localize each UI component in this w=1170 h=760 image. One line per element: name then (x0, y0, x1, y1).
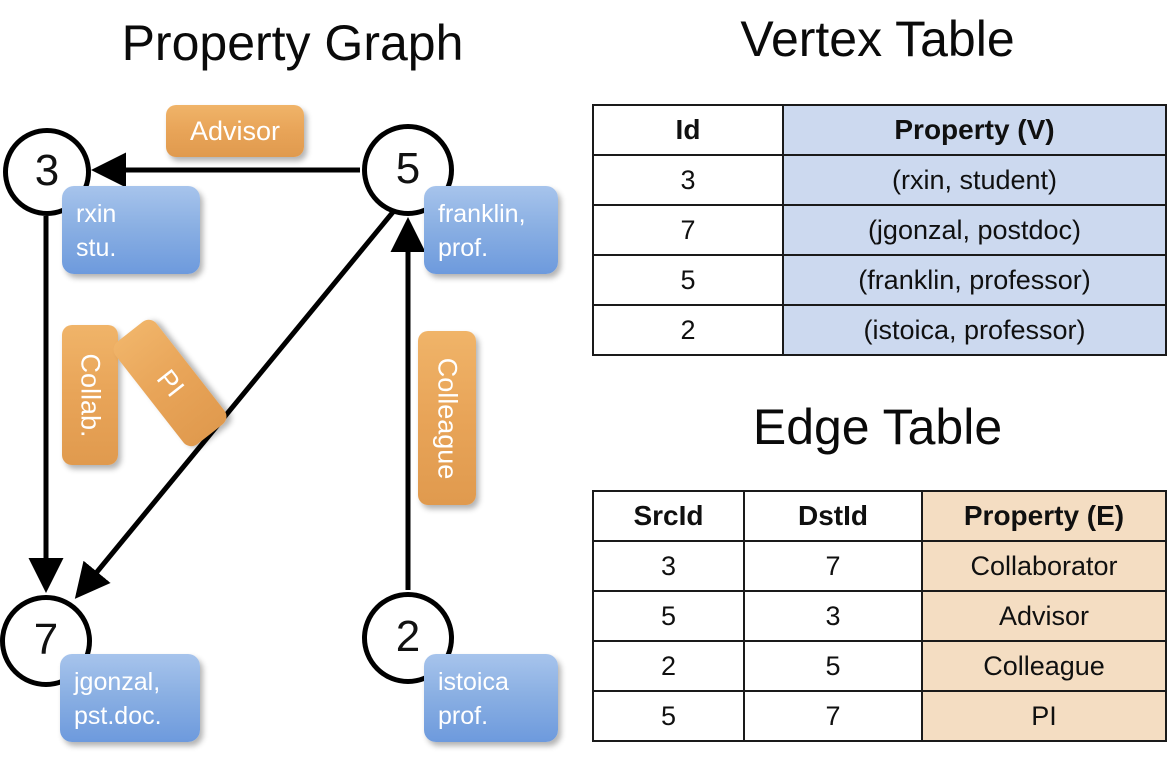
graph-node-3-property-line-1: rxin (76, 200, 117, 228)
graph-node-7-id: 7 (33, 615, 59, 664)
edge-label-pi-text: PI (150, 363, 191, 402)
edge-table-header-dstid: DstId (743, 490, 923, 542)
edge-label-colleague: Colleague (418, 331, 476, 505)
edge-table-cell-property: Collaborator (921, 540, 1167, 592)
edge-table: SrcId DstId Property (E) 3 7 Collaborato… (592, 490, 1167, 742)
graph-node-3-property-box: rxin stu. (62, 186, 200, 274)
edge-label-collab-text: Collab. (75, 352, 106, 438)
edge-table-header-property: Property (E) (921, 490, 1167, 542)
edge-table-cell-srcid: 5 (592, 690, 745, 742)
edge-label-collab: Collab. (62, 325, 118, 465)
edge-table-cell-srcid: 5 (592, 590, 745, 642)
graph-node-2: 2 (362, 592, 454, 684)
vertex-table-cell-id: 2 (592, 304, 784, 356)
edge-table-cell-dstid: 7 (743, 690, 923, 742)
graph-node-2-property-line-1: istoica (438, 668, 509, 696)
graph-edges-svg (28, 152, 426, 599)
table-row: 3 7 Collaborator (592, 540, 1167, 592)
graph-node-5-property-box: franklin, prof. (424, 186, 558, 274)
page-title-vertex-table: Vertex Table (740, 11, 1015, 67)
page-title-property-graph: Property Graph (121, 15, 464, 71)
table-row: 2 5 Colleague (592, 640, 1167, 692)
vertex-table-cell-property: (jgonzal, postdoc) (782, 204, 1167, 256)
edge-table-cell-property: PI (921, 690, 1167, 742)
graph-node-7-property-line-2: pst.doc. (74, 701, 162, 730)
edge-label-advisor-text: Advisor (189, 115, 281, 146)
graph-node-5: 5 (362, 124, 454, 216)
graph-node-2-id: 2 (395, 612, 421, 661)
table-row: 3 (rxin, student) (592, 154, 1167, 206)
graph-node-7-property-line-1: jgonzal, (74, 668, 161, 696)
graph-node-2-property-line-2: prof. (438, 701, 489, 730)
edge-table-cell-property: Colleague (921, 640, 1167, 692)
edge-table-header-row: SrcId DstId Property (E) (592, 490, 1167, 542)
vertex-table-cell-id: 3 (592, 154, 784, 206)
edge-table-cell-srcid: 3 (592, 540, 745, 592)
vertex-table: Id Property (V) 3 (rxin, student) 7 (jgo… (592, 104, 1167, 356)
edge-5-to-7 (74, 210, 395, 599)
table-row: 5 3 Advisor (592, 590, 1167, 642)
table-row: 5 (franklin, professor) (592, 254, 1167, 306)
edge-table-cell-srcid: 2 (592, 640, 745, 692)
vertex-table-cell-property: (rxin, student) (782, 154, 1167, 206)
graph-node-3-id: 3 (34, 146, 60, 195)
vertex-table-cell-property: (franklin, professor) (782, 254, 1167, 306)
table-row: 5 7 PI (592, 690, 1167, 742)
edge-label-advisor: Advisor (166, 105, 304, 157)
graph-node-7-property-box: jgonzal, pst.doc. (60, 654, 200, 742)
edge-table-cell-dstid: 3 (743, 590, 923, 642)
edge-table-header-srcid: SrcId (592, 490, 745, 542)
page-title-edge-table: Edge Table (752, 399, 1003, 455)
vertex-table-cell-property: (istoica, professor) (782, 304, 1167, 356)
vertex-table-header-property: Property (V) (782, 104, 1167, 156)
property-graph-panel: Property Graph Advisor Collab. PI Collea… (0, 15, 558, 742)
vertex-table-cell-id: 7 (592, 204, 784, 256)
vertex-table-cell-id: 5 (592, 254, 784, 306)
table-row: 2 (istoica, professor) (592, 304, 1167, 356)
graph-node-5-property-line-1: franklin, (438, 200, 526, 228)
graph-node-2-property-box: istoica prof. (424, 654, 558, 742)
vertex-table-header-row: Id Property (V) (592, 104, 1167, 156)
vertex-table-header-id: Id (592, 104, 784, 156)
graph-node-3-property-line-2: stu. (76, 233, 117, 262)
graph-node-5-property-line-2: prof. (438, 233, 489, 262)
edge-table-cell-dstid: 5 (743, 640, 923, 692)
table-row: 7 (jgonzal, postdoc) (592, 204, 1167, 256)
edge-table-cell-property: Advisor (921, 590, 1167, 642)
graph-node-5-id: 5 (395, 144, 421, 193)
edge-label-colleague-text: Colleague (432, 357, 463, 479)
edge-table-cell-dstid: 7 (743, 540, 923, 592)
